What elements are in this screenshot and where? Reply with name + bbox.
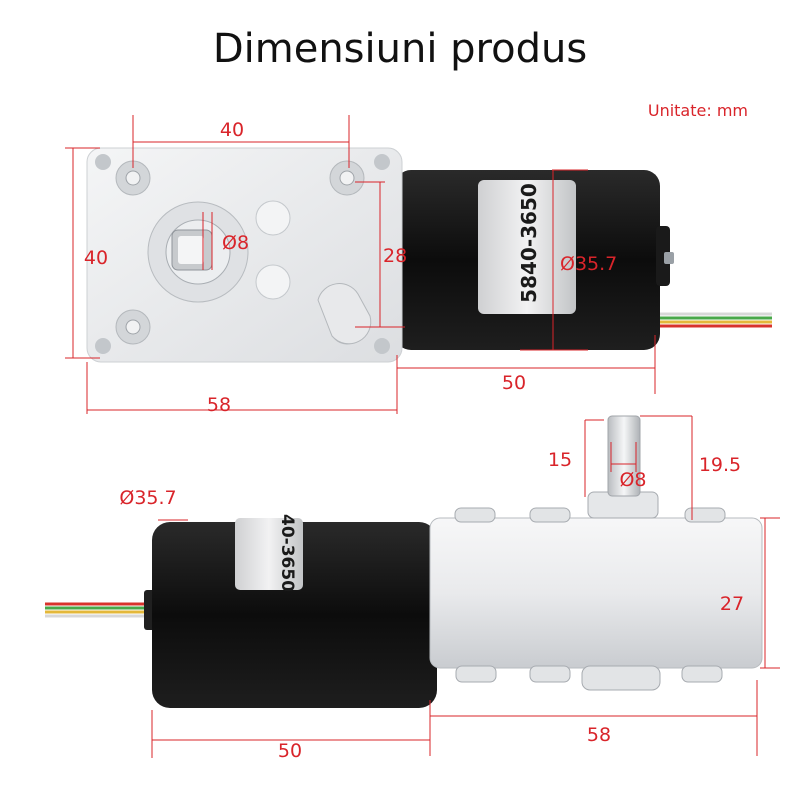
side-wires xyxy=(45,602,152,618)
dim-side-gearbox-length: 58 xyxy=(587,724,611,746)
dim-top-width-holes: 40 xyxy=(220,119,244,141)
dim-top-gearbox-length: 58 xyxy=(207,394,231,416)
dim-side-shaft-height: 19.5 xyxy=(699,454,741,476)
dim-top-shaft-diameter: Ø8 xyxy=(222,232,249,254)
top-motor: 5840-3650 xyxy=(395,170,674,350)
dim-top-motor-length: 50 xyxy=(502,372,526,394)
side-gearbox xyxy=(429,415,763,691)
dim-top-motor-diameter: Ø35.7 xyxy=(560,253,617,275)
dim-side-motor-length: 50 xyxy=(278,740,302,762)
top-dimension-lines xyxy=(65,115,656,414)
page-title: Dimensiuni produs xyxy=(212,26,588,72)
side-model-label: 40-3650 xyxy=(277,514,297,592)
side-motor: 40-3650 xyxy=(144,514,437,708)
dim-top-gearbox-hole-height: 28 xyxy=(383,245,407,267)
side-motor-label-plate xyxy=(235,518,303,590)
unit-label: Unitate: mm xyxy=(647,101,748,120)
dim-side-shaft-diameter: Ø8 xyxy=(619,469,646,491)
top-wires xyxy=(650,312,772,328)
top-motor-label-plate xyxy=(478,180,576,314)
side-dimension-lines xyxy=(151,415,780,758)
dim-side-motor-diameter: Ø35.7 xyxy=(119,487,176,509)
dim-top-height-holes: 40 xyxy=(84,247,108,269)
top-view: 5840-3650 xyxy=(65,115,772,416)
dim-side-shaft-offset: 15 xyxy=(548,449,572,471)
side-view: 40-3650 xyxy=(45,415,780,762)
top-model-label: 5840-3650 xyxy=(517,183,541,303)
top-gearbox xyxy=(86,147,403,363)
dim-side-gearbox-height: 27 xyxy=(720,593,744,615)
